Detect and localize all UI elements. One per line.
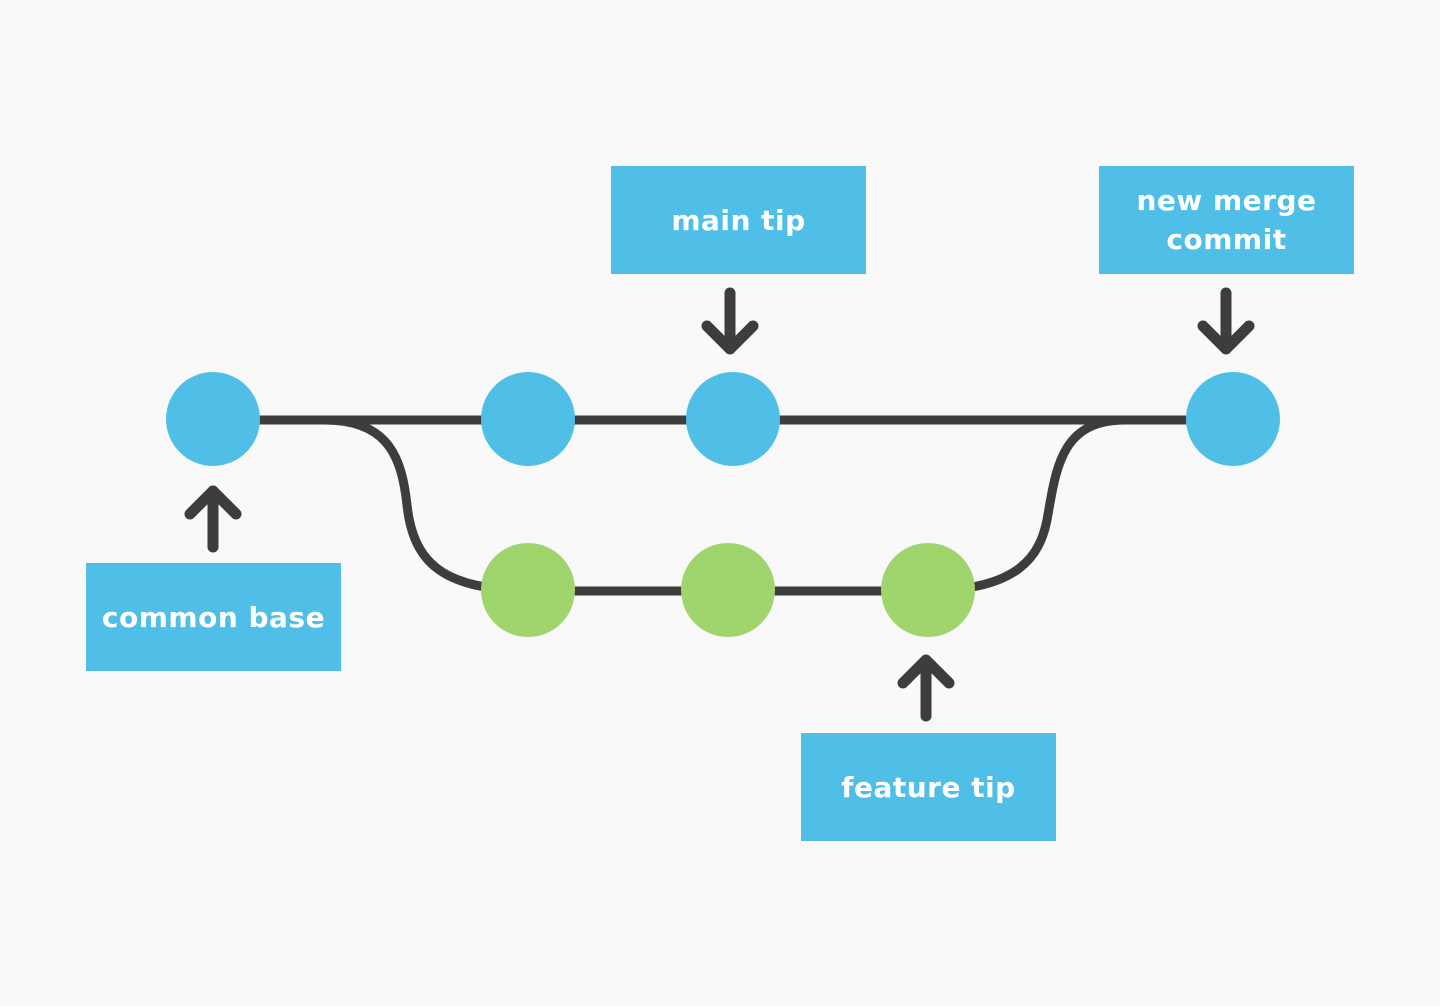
commit-common-base[interactable]	[166, 372, 260, 466]
main-tip-label: main tip	[611, 166, 866, 274]
common-base-label: common base	[86, 563, 341, 671]
commit-feature-tip[interactable]	[881, 543, 975, 637]
commit-merge[interactable]	[1186, 372, 1280, 466]
main-tip-label-text: main tip	[671, 203, 806, 237]
feature-fork-curve	[320, 415, 533, 595]
arrows	[184, 287, 1255, 722]
commit-main-tip[interactable]	[686, 372, 780, 466]
feature-merge-curve	[923, 415, 1130, 596]
main-tip-arrow	[701, 287, 759, 355]
commit-main-2[interactable]	[481, 372, 575, 466]
common-base-label-text: common base	[101, 600, 326, 634]
main-commits	[166, 372, 1280, 466]
feature-tip-label: feature tip	[801, 733, 1056, 841]
feature-tip-label-text: feature tip	[841, 770, 1016, 804]
merge-arrow	[1197, 287, 1255, 355]
feature-commits	[481, 543, 975, 637]
feature-tip-arrow	[897, 654, 955, 722]
commit-feature-1[interactable]	[481, 543, 575, 637]
new-merge-commit-label-text: new merge commit	[1136, 184, 1317, 256]
commit-feature-2[interactable]	[681, 543, 775, 637]
new-merge-commit-label: new merge commit	[1099, 166, 1354, 274]
common-base-arrow	[184, 485, 242, 553]
